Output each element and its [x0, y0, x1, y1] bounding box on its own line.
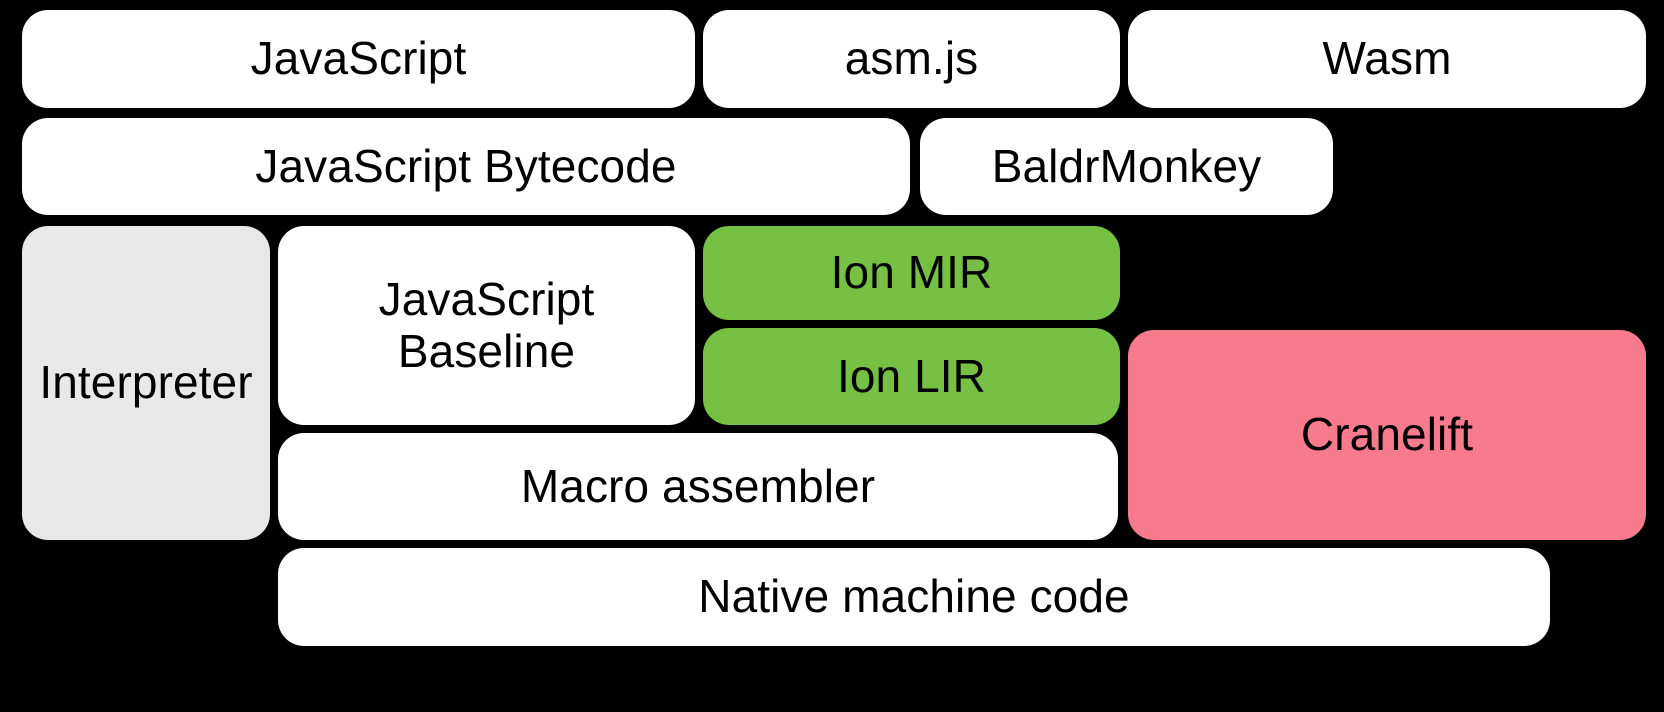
node-javascript-bytecode[interactable]: JavaScript Bytecode [22, 118, 910, 215]
node-javascript-baseline[interactable]: JavaScript Baseline [278, 226, 695, 425]
node-macro-assembler[interactable]: Macro assembler [278, 433, 1118, 540]
node-native-machine-code[interactable]: Native machine code [278, 548, 1550, 646]
node-interpreter[interactable]: Interpreter [22, 226, 270, 540]
node-cranelift[interactable]: Cranelift [1128, 330, 1646, 540]
node-asmjs[interactable]: asm.js [703, 10, 1120, 108]
node-baldrmonkey[interactable]: BaldrMonkey [920, 118, 1333, 215]
node-javascript[interactable]: JavaScript [22, 10, 695, 108]
node-wasm[interactable]: Wasm [1128, 10, 1646, 108]
node-ion-mir[interactable]: Ion MIR [703, 226, 1120, 320]
node-ion-lir[interactable]: Ion LIR [703, 328, 1120, 425]
